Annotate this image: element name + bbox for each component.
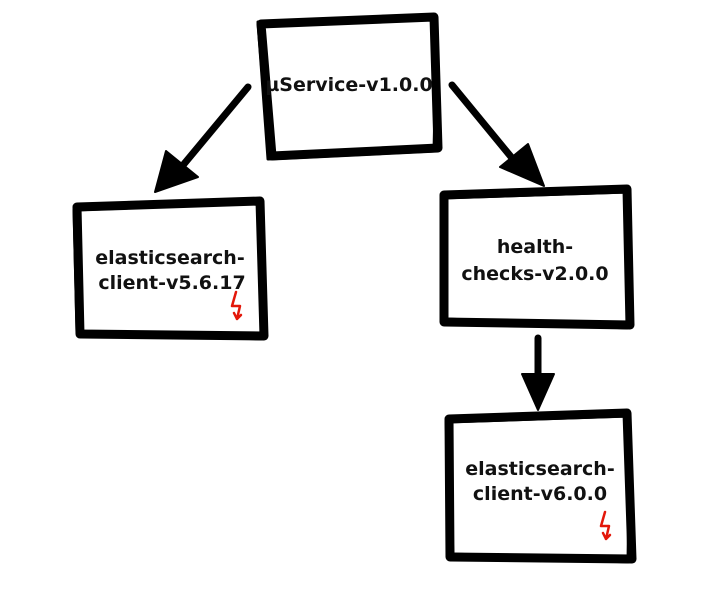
- node-health-label-line-1: health-: [497, 236, 573, 258]
- lightning-bolt-icon: [230, 290, 243, 321]
- edge-root-to-health: [448, 81, 545, 187]
- node-es-v6[interactable]: elasticsearch- client-v6.0.0: [444, 408, 637, 564]
- lightning-bolt-icon: [599, 510, 612, 541]
- arrowhead-icon: [499, 143, 545, 187]
- node-es-v5-label-line-1: elasticsearch-: [95, 247, 244, 269]
- node-es-v5-label-line-2: client-v5.6.17: [98, 272, 245, 294]
- node-es-v6-label-line-1: elasticsearch-: [465, 458, 614, 480]
- node-es-v5[interactable]: elasticsearch- client-v5.6.17: [72, 196, 269, 341]
- node-root-label: µService-v1.0.0: [265, 74, 432, 96]
- node-health-label-line-2: checks-v2.0.0: [461, 263, 608, 285]
- node-es-v6-label-line-2: client-v6.0.0: [473, 483, 607, 505]
- node-root[interactable]: µService-v1.0.0: [256, 12, 443, 161]
- arrowhead-icon: [521, 373, 555, 411]
- arrowhead-icon: [154, 150, 199, 193]
- edge-health-to-es-v6: [521, 334, 555, 411]
- edge-root-to-es-v5: [154, 83, 252, 193]
- node-health[interactable]: health- checks-v2.0.0: [439, 184, 635, 330]
